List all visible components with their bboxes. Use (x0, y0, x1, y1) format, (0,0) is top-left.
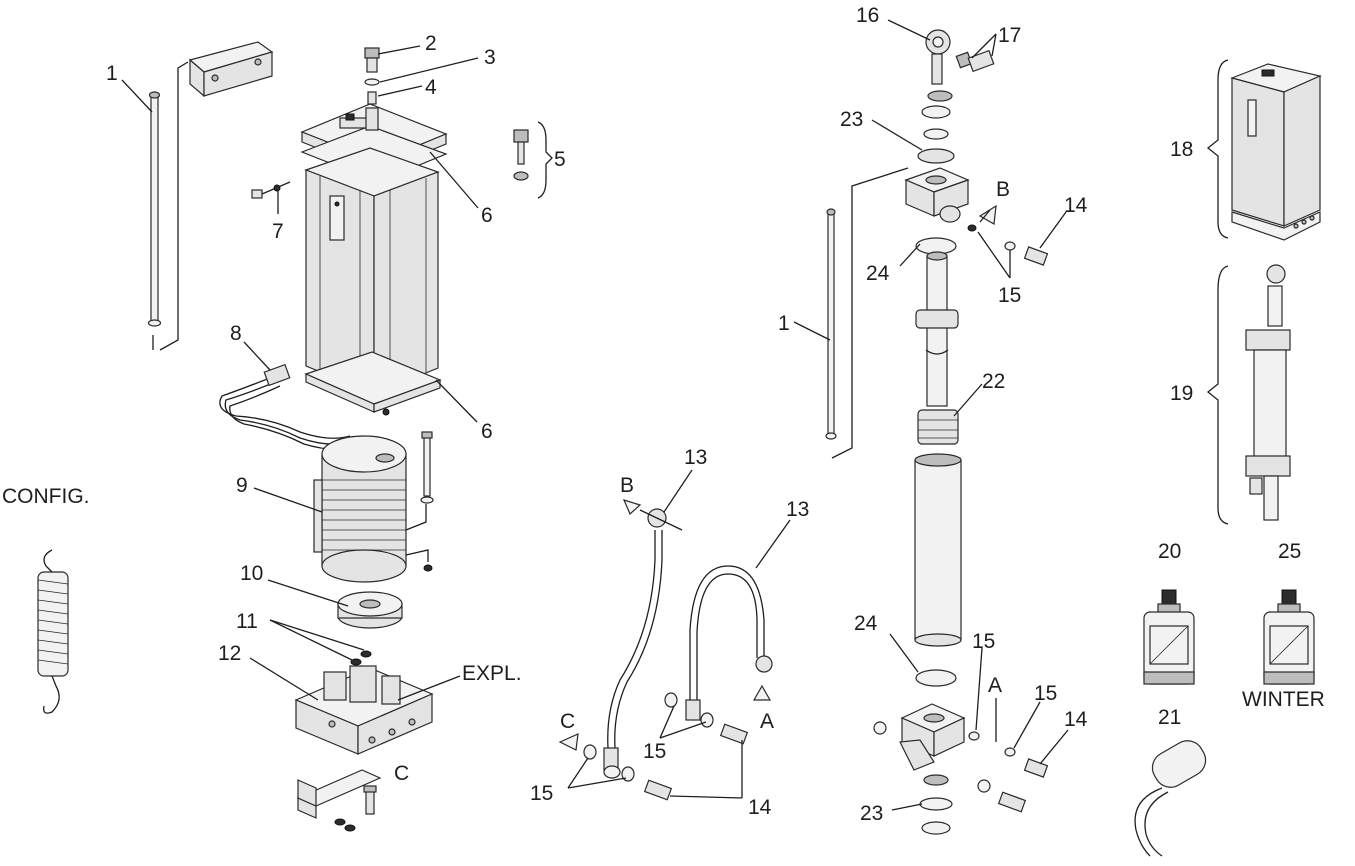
callout-16: 16 (856, 4, 879, 27)
bolt-7 (251, 181, 291, 199)
tie-rod-right (825, 167, 909, 459)
callout-19: 19 (1170, 382, 1193, 405)
electric-motor-9 (313, 431, 434, 583)
callout-3: 3 (484, 46, 496, 69)
callout-4: 4 (425, 76, 437, 99)
callout-1b: 1 (778, 312, 790, 335)
cylinder-head (904, 90, 1049, 266)
word-labels: CONFIG. EXPL. WINTER B A C C B A (2, 178, 1325, 785)
piston-seals-22 (917, 409, 959, 445)
callout-23b: 23 (860, 802, 883, 825)
port-label-b-cylinder: B (996, 178, 1010, 201)
capacitor-21 (1134, 740, 1207, 857)
motor-housing (300, 103, 448, 416)
callout-22: 22 (982, 370, 1005, 393)
callout-15b: 15 (530, 782, 553, 805)
port-label-c-hose: C (560, 710, 575, 733)
motor-cable-8 (219, 363, 353, 450)
callout-24a: 24 (866, 262, 890, 285)
callout-2: 2 (425, 32, 437, 55)
callout-13b: 13 (786, 498, 809, 521)
callout-14b: 14 (1064, 194, 1088, 217)
port-label-a-cylinder: A (988, 674, 1002, 697)
hydraulic-hose-a (685, 565, 773, 721)
cylinder-tube (914, 453, 962, 687)
coupling-10 (337, 591, 403, 629)
callout-labels: 1 2 3 4 5 6 6 7 8 9 10 11 12 13 13 14 14… (106, 4, 1301, 825)
rod-eye-16 (925, 29, 995, 85)
callout-11: 11 (236, 610, 258, 633)
callout-17: 17 (998, 24, 1021, 47)
port-label-c-base: C (394, 762, 409, 785)
callout-1: 1 (106, 62, 118, 85)
cylinder-base (873, 703, 1049, 835)
callout-14a: 14 (748, 796, 772, 819)
winter-label: WINTER (1242, 688, 1325, 711)
tie-rod-left (147, 61, 189, 351)
mounting-bracket-top (188, 41, 274, 98)
callout-18: 18 (1170, 138, 1193, 161)
top-fittings (364, 47, 380, 131)
port-label-a-hose: A (760, 710, 774, 733)
oil-bottle-20 (1143, 589, 1195, 685)
callout-21: 21 (1158, 706, 1181, 729)
callout-20: 20 (1158, 540, 1181, 563)
expl-label: EXPL. (462, 662, 522, 685)
callout-15d: 15 (972, 630, 995, 653)
leader-lines (121, 19, 1069, 811)
oil-bottle-25 (1263, 589, 1315, 685)
callout-7: 7 (272, 220, 284, 243)
callout-25: 25 (1278, 540, 1301, 563)
config-label: CONFIG. (2, 485, 90, 508)
callout-12: 12 (218, 642, 241, 665)
callout-13a: 13 (684, 446, 707, 469)
piston-rod (915, 251, 959, 407)
hydraulic-hose-b-c (603, 499, 683, 779)
callout-6b: 6 (481, 420, 493, 443)
callout-15a: 15 (643, 740, 666, 763)
callout-5: 5 (554, 148, 566, 171)
tension-spring (37, 549, 69, 714)
callout-10: 10 (240, 562, 263, 585)
callout-23a: 23 (840, 108, 863, 131)
hose-fittings (558, 684, 772, 801)
callout-8: 8 (230, 322, 242, 345)
actuator-assembly-19 (1206, 264, 1291, 525)
callout-15c: 15 (998, 284, 1021, 307)
callout-9: 9 (236, 474, 248, 497)
pump-base-12 (294, 650, 434, 755)
mounting-bracket-bottom (296, 769, 382, 832)
actuator-assembly-18 (1206, 59, 1322, 241)
callout-15e: 15 (1034, 682, 1057, 705)
vent-cap-5 (513, 121, 553, 199)
callout-24b: 24 (854, 612, 878, 635)
callout-14c: 14 (1064, 708, 1088, 731)
callout-6a: 6 (481, 204, 493, 227)
port-label-b-hose: B (620, 474, 634, 497)
